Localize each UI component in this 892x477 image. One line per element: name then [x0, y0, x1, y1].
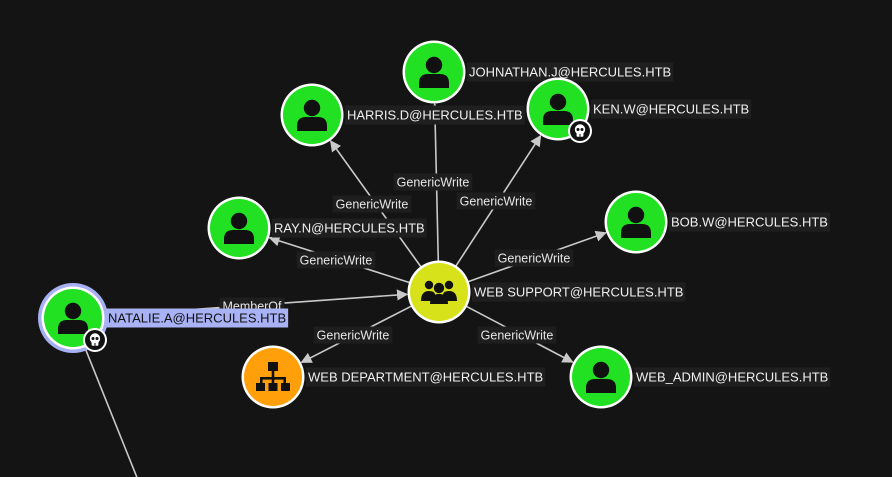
edge-websupport-webdept[interactable]: GenericWrite — [300, 304, 413, 364]
node-webdept[interactable]: WEB DEPARTMENT@HERCULES.HTB — [241, 345, 546, 409]
edge-label: GenericWrite — [460, 195, 533, 209]
node-label[interactable]: RAY.N@HERCULES.HTB — [274, 221, 425, 236]
edge-label-background — [332, 195, 412, 213]
org-chart-icon — [256, 362, 290, 391]
owned-skull-icon — [83, 328, 107, 352]
node-label[interactable]: WEB DEPARTMENT@HERCULES.HTB — [308, 370, 543, 385]
node-label-background — [467, 62, 674, 82]
edge-websupport-ken[interactable]: GenericWrite — [454, 134, 542, 268]
node-label[interactable]: JOHNATHAN.J@HERCULES.HTB — [469, 65, 671, 80]
edge-websupport-harris[interactable]: GenericWrite — [330, 140, 423, 269]
nodes-layer: JOHNATHAN.J@HERCULES.HTB HARRIS.D@HERCULE… — [38, 40, 831, 409]
edge-label-background — [494, 249, 574, 267]
node-label[interactable]: WEB_ADMIN@HERCULES.HTB — [636, 370, 828, 385]
node-label-background — [669, 212, 830, 232]
edge-label-background — [456, 192, 536, 210]
edge-label: GenericWrite — [481, 329, 554, 343]
node-ray[interactable]: RAY.N@HERCULES.HTB — [207, 196, 427, 260]
node-label[interactable]: HARRIS.D@HERCULES.HTB — [347, 108, 523, 123]
user-icon — [297, 99, 327, 131]
owned-skull-icon — [568, 119, 592, 143]
node-label-background — [272, 218, 427, 238]
node-label-background — [472, 282, 686, 302]
edge-websupport-webadmin[interactable]: GenericWrite — [465, 305, 574, 363]
user-icon — [58, 302, 88, 334]
edge-label-background — [477, 326, 557, 344]
node-harris[interactable]: HARRIS.D@HERCULES.HTB — [280, 83, 525, 147]
edge-label: GenericWrite — [498, 252, 571, 266]
node-ken[interactable]: KEN.W@HERCULES.HTB — [526, 77, 752, 144]
node-label[interactable]: NATALIE.A@HERCULES.HTB — [108, 311, 286, 326]
node-johnathan[interactable]: JOHNATHAN.J@HERCULES.HTB — [402, 40, 674, 104]
node-label[interactable]: KEN.W@HERCULES.HTB — [593, 102, 749, 117]
edge-natalie-offscreen[interactable] — [83, 345, 140, 477]
node-label[interactable]: BOB.W@HERCULES.HTB — [671, 215, 828, 230]
edge-label: GenericWrite — [397, 176, 470, 190]
edge-websupport-johnathan[interactable]: GenericWrite — [393, 102, 473, 263]
edge-websupport-ray[interactable]: GenericWrite — [268, 235, 411, 284]
user-icon — [586, 361, 616, 393]
edge-label: GenericWrite — [317, 329, 390, 343]
edge-label-background — [313, 326, 393, 344]
edge-label: GenericWrite — [336, 198, 409, 212]
edge-label: GenericWrite — [300, 254, 373, 268]
group-icon — [421, 280, 457, 304]
node-natalie[interactable]: NATALIE.A@HERCULES.HTB — [38, 283, 289, 353]
edge-line[interactable] — [83, 345, 140, 477]
user-icon — [621, 206, 651, 238]
node-label-background — [306, 367, 546, 387]
node-label-background — [634, 367, 831, 387]
node-label[interactable]: WEB SUPPORT@HERCULES.HTB — [474, 285, 683, 300]
node-label-background — [345, 105, 525, 125]
edge-label-background — [296, 251, 376, 269]
user-icon — [419, 56, 449, 88]
edge-websupport-bob[interactable]: GenericWrite — [467, 230, 607, 283]
user-icon — [543, 93, 573, 125]
node-label-background — [106, 308, 289, 328]
user-icon — [224, 212, 254, 244]
node-webadmin[interactable]: WEB_ADMIN@HERCULES.HTB — [569, 345, 831, 409]
node-websupport[interactable]: WEB SUPPORT@HERCULES.HTB — [407, 260, 686, 324]
edge-label-background — [393, 173, 473, 191]
node-bob[interactable]: BOB.W@HERCULES.HTB — [604, 190, 830, 254]
node-label-background — [591, 99, 752, 119]
